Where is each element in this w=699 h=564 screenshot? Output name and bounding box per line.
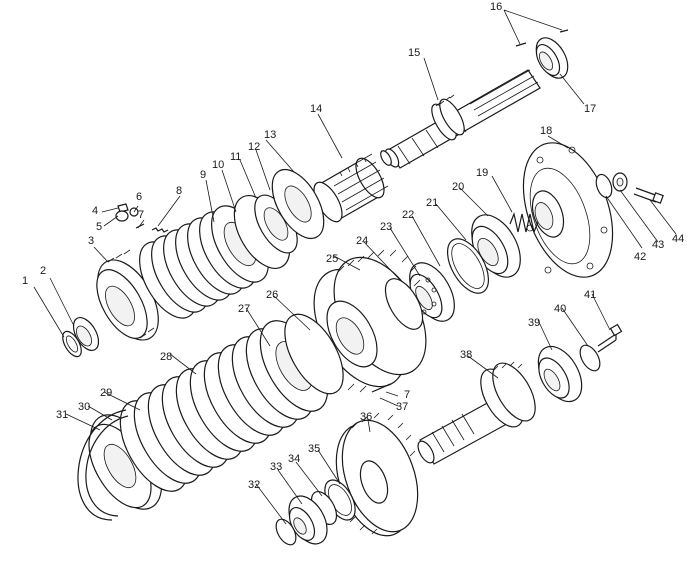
cover-18: [522, 142, 614, 278]
callout-26: 26: [266, 289, 278, 301]
callout-41: 41: [584, 289, 596, 301]
callout-28: 28: [160, 351, 172, 363]
callout-11: 11: [230, 151, 241, 163]
washer-40: [579, 344, 601, 372]
pin-37: [371, 385, 387, 393]
callout-32: 32: [248, 479, 260, 491]
callout-20: 20: [452, 181, 464, 193]
callout-labels: 1 2 3 4 5 6 7 8 9 10 11 12 13 14 15 16 1…: [22, 1, 684, 491]
bearing-17: [535, 37, 569, 79]
bolt-44: [633, 187, 664, 204]
callout-12: 12: [248, 141, 260, 153]
callout-42: 42: [634, 251, 646, 263]
gear-36: [335, 412, 419, 537]
shaft-15: [384, 69, 541, 169]
callout-5: 5: [96, 221, 102, 233]
callout-23: 23: [380, 221, 392, 233]
gear-25: [313, 249, 427, 393]
bolt-4: [117, 203, 129, 213]
callout-39: 39: [528, 317, 540, 329]
callout-17: 17: [584, 103, 596, 115]
hub-24: [384, 278, 424, 330]
callout-16: 16: [490, 1, 502, 13]
callout-31: 31: [56, 409, 68, 421]
shaft-38: [417, 361, 536, 465]
callout-44: 44: [672, 233, 684, 245]
callout-34: 34: [288, 453, 300, 465]
gear-block-14: [313, 153, 389, 223]
collar: [380, 150, 392, 166]
callout-25: 25: [326, 253, 338, 265]
callout-7-upper: 7: [138, 209, 144, 221]
pin-7-lower: [385, 383, 391, 387]
bolt-41: [597, 323, 623, 353]
callout-27: 27: [238, 303, 250, 315]
nut-43: [612, 172, 628, 192]
callout-30: 30: [78, 401, 90, 413]
callout-37: 37: [396, 401, 408, 413]
callout-40: 40: [554, 303, 566, 315]
callout-leaders: [33, 9, 677, 525]
clutch-pack-lower: [88, 313, 344, 510]
bearing-33: [288, 495, 328, 545]
callout-36: 36: [360, 411, 372, 423]
spring-19: [509, 211, 539, 235]
pins-16: [515, 29, 569, 47]
bearing-39: [537, 345, 583, 403]
callout-14: 14: [310, 103, 322, 115]
callout-6: 6: [136, 191, 142, 203]
snap-ring-32: [275, 518, 297, 546]
callout-38: 38: [460, 349, 472, 361]
callout-18: 18: [540, 125, 552, 137]
seal-42: [595, 173, 613, 199]
callout-35: 35: [308, 443, 320, 455]
callout-33: 33: [270, 461, 282, 473]
callout-4: 4: [92, 205, 98, 217]
nut-5-6: [115, 207, 139, 222]
callout-15: 15: [408, 47, 420, 59]
callout-10: 10: [212, 159, 224, 171]
spring-8: [151, 227, 169, 233]
callout-43: 43: [652, 239, 664, 251]
callout-13: 13: [264, 129, 276, 141]
callout-8: 8: [176, 185, 182, 197]
callout-3: 3: [88, 235, 94, 247]
callout-9: 9: [200, 169, 206, 181]
callout-19: 19: [476, 167, 488, 179]
callout-2: 2: [40, 265, 46, 277]
callout-22: 22: [402, 209, 414, 221]
callout-29: 29: [100, 387, 112, 399]
callout-24: 24: [356, 235, 368, 247]
callout-1: 1: [22, 275, 28, 287]
ring-21: [446, 238, 490, 294]
callout-7-lower: 7: [404, 389, 410, 401]
callout-21: 21: [426, 197, 438, 209]
bearing-2: [72, 317, 100, 351]
clutch-pack-upper: [96, 169, 325, 341]
